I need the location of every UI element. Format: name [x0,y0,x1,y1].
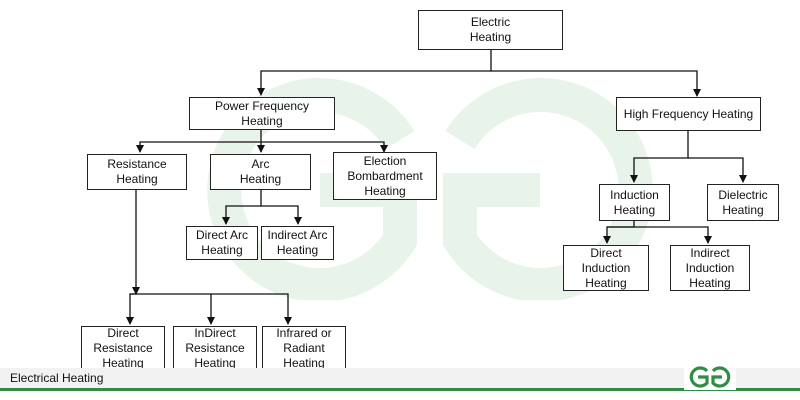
footer-caption: Electrical Heating [10,371,104,385]
node-direct-arc-heating: Direct Arc Heating [186,226,258,260]
edge-pf-to-resistance [136,130,262,153]
node-direct-induction-heating: Direct Induction Heating [563,245,649,291]
edge-hf-to-induction [630,131,689,183]
node-electric-heating: Electric Heating [418,10,563,50]
edge-hf-to-dielectric [688,157,747,183]
node-infrared-radiant-heating: Infrared or Radiant Heating [262,326,346,370]
node-arc-heating: Arc Heating [210,154,311,190]
edge-resistance-to-direct [126,293,136,325]
footer-accent-line [0,388,800,391]
node-indirect-resistance-heating: InDirect Resistance Heating [173,326,257,370]
edge-resistance-to-infrared [211,293,292,325]
node-induction-heating: Induction Heating [599,184,670,221]
node-power-frequency-heating: Power Frequency Heating [189,97,335,130]
edge-resistance-to-indirect [130,293,215,325]
edge-arc-to-direct-arc [222,190,262,225]
edge-induction-to-indirect [607,226,712,244]
edge-induction-to-direct [603,221,635,244]
node-indirect-induction-heating: Indirect Induction Heating [670,245,750,291]
gfg-logo-icon [684,364,736,390]
edge-pf-to-election [261,141,388,153]
node-direct-resistance-heating: Direct Resistance Heating [81,326,165,370]
edge-electric-to-high-frequency [491,70,701,97]
edge-arc-to-indirect-arc [261,205,302,225]
node-resistance-heating: Resistance Heating [87,154,187,190]
edge-electric-to-power-frequency [257,50,492,96]
node-high-frequency-heating: High Frequency Heating [616,97,761,131]
node-indirect-arc-heating: Indirect Arc Heating [261,226,334,260]
node-election-bombardment-heating: Election Bombardment Heating [333,152,437,200]
node-dielectric-heating: Dielectric Heating [707,184,779,221]
footer-bar [0,368,800,388]
